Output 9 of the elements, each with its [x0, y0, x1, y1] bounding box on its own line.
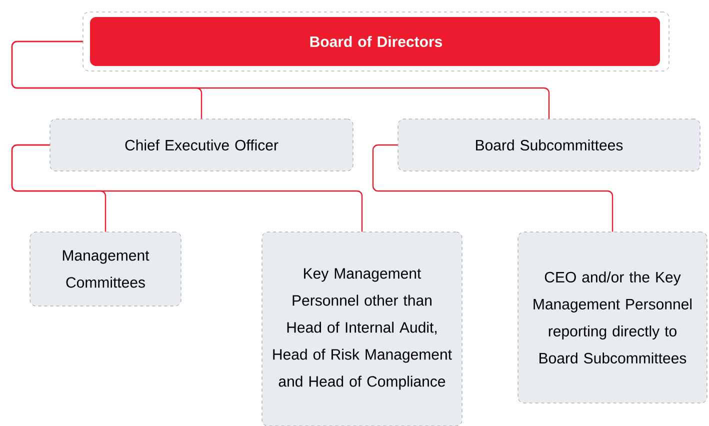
org-box: Management Committees: [30, 232, 182, 306]
org-box: CEO and/or the Key Management Personnel reporting directly to Board Subcommittees: [518, 232, 708, 404]
connector-line: [11, 40, 550, 119]
org-box: Board Subcommittees: [398, 118, 700, 172]
board-box: Board of Directors: [82, 12, 670, 72]
org-box: Chief Executive Officer: [50, 118, 354, 172]
connector-line: [11, 144, 363, 232]
connector-line: [372, 144, 614, 232]
org-box: Key Management Personnel other than Head of Internal Audit, Head of Risk Management and Head of Compliance: [262, 232, 462, 426]
